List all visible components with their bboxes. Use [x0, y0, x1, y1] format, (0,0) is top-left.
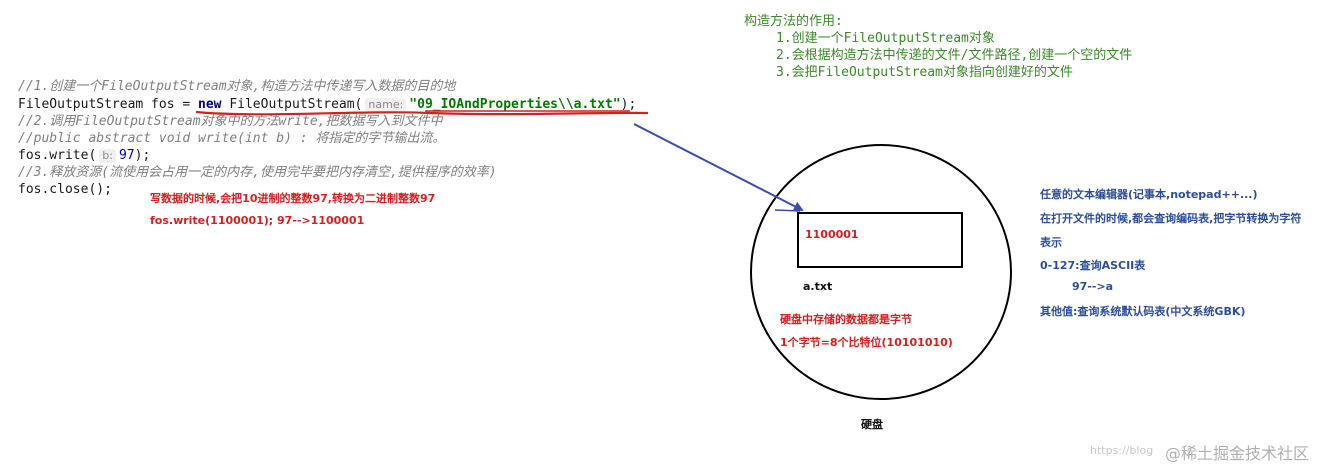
write-note-binary: fos.write(1100001); 97-->1100001 [150, 214, 365, 227]
editor-note-2: 在打开文件的时候,都会查询编码表,把字节转换为字符 [1040, 212, 1302, 225]
code-write-value: 97 [118, 148, 135, 163]
param-hint-name: name: [365, 98, 407, 112]
param-hint-b: b: [99, 149, 116, 163]
code-line-7: fos.close(); [18, 181, 636, 198]
code-line-5: fos.write(b:97); [18, 147, 636, 164]
code-write-call: fos.write( [18, 148, 97, 163]
blue-arrow-tail [774, 209, 801, 212]
red-underline [195, 110, 649, 116]
file-box [797, 212, 963, 268]
code-comment-write: //2.调用FileOutputStream对象中的方法write,把数据写入到… [18, 114, 443, 129]
code-line-6: //3.释放资源(流使用会占用一定的内存,使用完毕要把内存清空,提供程序的效率) [18, 164, 636, 181]
code-line-4: //public abstract void write(int b) : 将指… [18, 130, 636, 147]
disk-label: 硬盘 [861, 418, 883, 431]
code-line-3: //2.调用FileOutputStream对象中的方法write,把数据写入到… [18, 113, 636, 130]
ctor-note-2: 2.会根据构造方法中传递的文件/文件路径,创建一个空的文件 [776, 48, 1133, 63]
code-close-call: fos.close(); [18, 182, 112, 197]
write-note-decimal: 写数据的时候,会把10进制的整数97,转换为二进制整数97 [150, 192, 436, 205]
editor-note-3: 表示 [1040, 236, 1062, 249]
code-line-1: //1.创建一个FileOutputStream对象,构造方法中传递写入数据的目… [18, 78, 636, 95]
code-line-2: FileOutputStream fos = new FileOutputStr… [18, 96, 636, 113]
code-new-keyword: new [198, 97, 222, 112]
ctor-note-3: 3.会把FileOutputStream对象指向创建好的文件 [776, 65, 1073, 80]
code-path-string: "09_IOAndProperties\\a.txt" [409, 97, 621, 112]
disk-bytes-note: 硬盘中存储的数据都是字节 [780, 313, 912, 326]
watermark-url: https://blog [1090, 444, 1154, 457]
code-close-paren: ); [620, 97, 637, 112]
code-write-close: ); [134, 148, 151, 163]
code-ctor: FileOutputStream( [221, 97, 363, 112]
file-content-bits: 1100001 [805, 228, 859, 241]
watermark-brand: @稀土掘金技术社区 [1165, 444, 1310, 463]
code-decl: FileOutputStream fos = [18, 97, 199, 112]
code-block: //1.创建一个FileOutputStream对象,构造方法中传递写入数据的目… [18, 78, 636, 198]
editor-note-4: 0-127:查询ASCII表 [1040, 259, 1146, 272]
disk-byte-size-note: 1个字节=8个比特位(10101010) [780, 336, 953, 349]
blue-arrow-line [633, 123, 804, 211]
editor-note-1: 任意的文本编辑器(记事本,notepad++...) [1040, 188, 1258, 201]
disk-oval [750, 144, 1012, 400]
ctor-note-1: 1.创建一个FileOutputStream对象 [776, 31, 995, 46]
code-comment-signature: //public abstract void write(int b) : 将指… [18, 131, 446, 146]
editor-note-5: 97-->a [1072, 280, 1114, 293]
ctor-notes-title: 构造方法的作用: [744, 14, 843, 29]
editor-note-6: 其他值:查询系统默认码表(中文系统GBK) [1040, 305, 1246, 318]
file-name-label: a.txt [803, 280, 833, 293]
code-comment-create: //1.创建一个FileOutputStream对象,构造方法中传递写入数据的目… [18, 79, 456, 94]
code-comment-release: //3.释放资源(流使用会占用一定的内存,使用完毕要把内存清空,提供程序的效率) [18, 165, 497, 180]
